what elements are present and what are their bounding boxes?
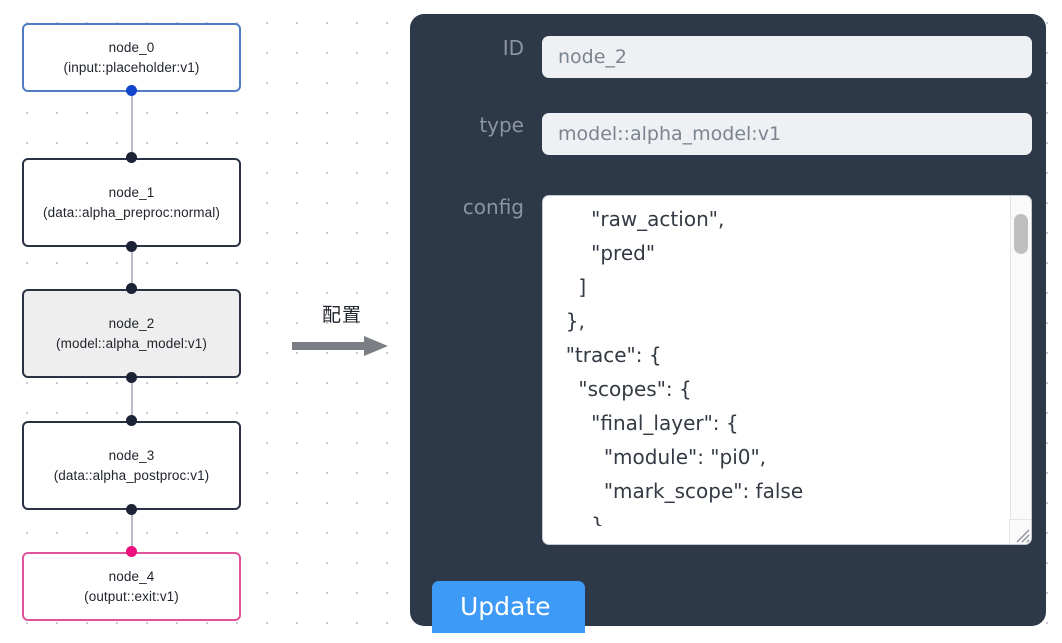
node-subtitle: (model::alpha_model:v1) xyxy=(56,335,207,351)
graph-node-node_4[interactable]: node_4 (output::exit:v1) xyxy=(22,552,241,621)
field-row-type: type xyxy=(410,113,1046,155)
config-field-label: config xyxy=(462,195,524,219)
port-node_3-out[interactable] xyxy=(126,504,137,515)
edge-node2-node3 xyxy=(131,375,133,423)
port-node_2-in[interactable] xyxy=(126,283,137,294)
resize-handle-icon[interactable] xyxy=(1012,525,1030,543)
config-scrollbar-thumb[interactable] xyxy=(1014,214,1028,254)
id-field-label: ID xyxy=(502,36,524,60)
field-row-id: ID xyxy=(410,36,1046,78)
flow-arrow-icon xyxy=(292,336,389,356)
type-input[interactable] xyxy=(542,113,1032,155)
port-node_1-in[interactable] xyxy=(126,152,137,163)
node-subtitle: (output::exit:v1) xyxy=(84,588,179,604)
type-field-label: type xyxy=(479,113,524,137)
flow-caption: 配置 xyxy=(321,304,362,326)
node-graph-canvas[interactable]: node_0 (input::placeholder:v1) node_1 (d… xyxy=(0,0,290,643)
graph-node-node_3[interactable]: node_3 (data::alpha_postproc:v1) xyxy=(22,421,241,510)
port-node_1-out[interactable] xyxy=(126,241,137,252)
node-subtitle: (data::alpha_preproc:normal) xyxy=(43,204,220,220)
node-title: node_0 xyxy=(108,39,155,55)
graph-node-node_1[interactable]: node_1 (data::alpha_preproc:normal) xyxy=(22,158,241,247)
edge-node1-node2 xyxy=(131,245,133,293)
config-textarea[interactable]: "raw_action", "pred" ] }, "trace": { "sc… xyxy=(542,195,1032,545)
node-title: node_3 xyxy=(108,447,155,463)
node-config-panel: ID type config "raw_action", "pred" ] },… xyxy=(410,14,1046,633)
node-title: node_2 xyxy=(108,315,155,331)
port-node_3-in[interactable] xyxy=(126,415,137,426)
field-row-config: config "raw_action", "pred" ] }, "trace"… xyxy=(410,195,1046,545)
node-title: node_4 xyxy=(108,568,155,584)
graph-node-node_2[interactable]: node_2 (model::alpha_model:v1) xyxy=(22,289,241,378)
port-node_4-in[interactable] xyxy=(126,546,137,557)
node-title: node_1 xyxy=(108,184,155,200)
port-node_2-out[interactable] xyxy=(126,372,137,383)
node-subtitle: (input::placeholder:v1) xyxy=(63,59,200,75)
update-button[interactable]: Update xyxy=(432,581,585,633)
config-textarea-content[interactable]: "raw_action", "pred" ] }, "trace": { "sc… xyxy=(565,207,804,526)
port-node_0-out[interactable] xyxy=(126,85,137,96)
id-input[interactable] xyxy=(542,36,1032,78)
edge-node0-node1 xyxy=(131,90,133,162)
node-subtitle: (data::alpha_postproc:v1) xyxy=(53,467,210,483)
graph-node-node_0[interactable]: node_0 (input::placeholder:v1) xyxy=(22,23,241,92)
edge-node3-node4 xyxy=(131,508,133,550)
config-scrollbar[interactable] xyxy=(1010,196,1031,534)
